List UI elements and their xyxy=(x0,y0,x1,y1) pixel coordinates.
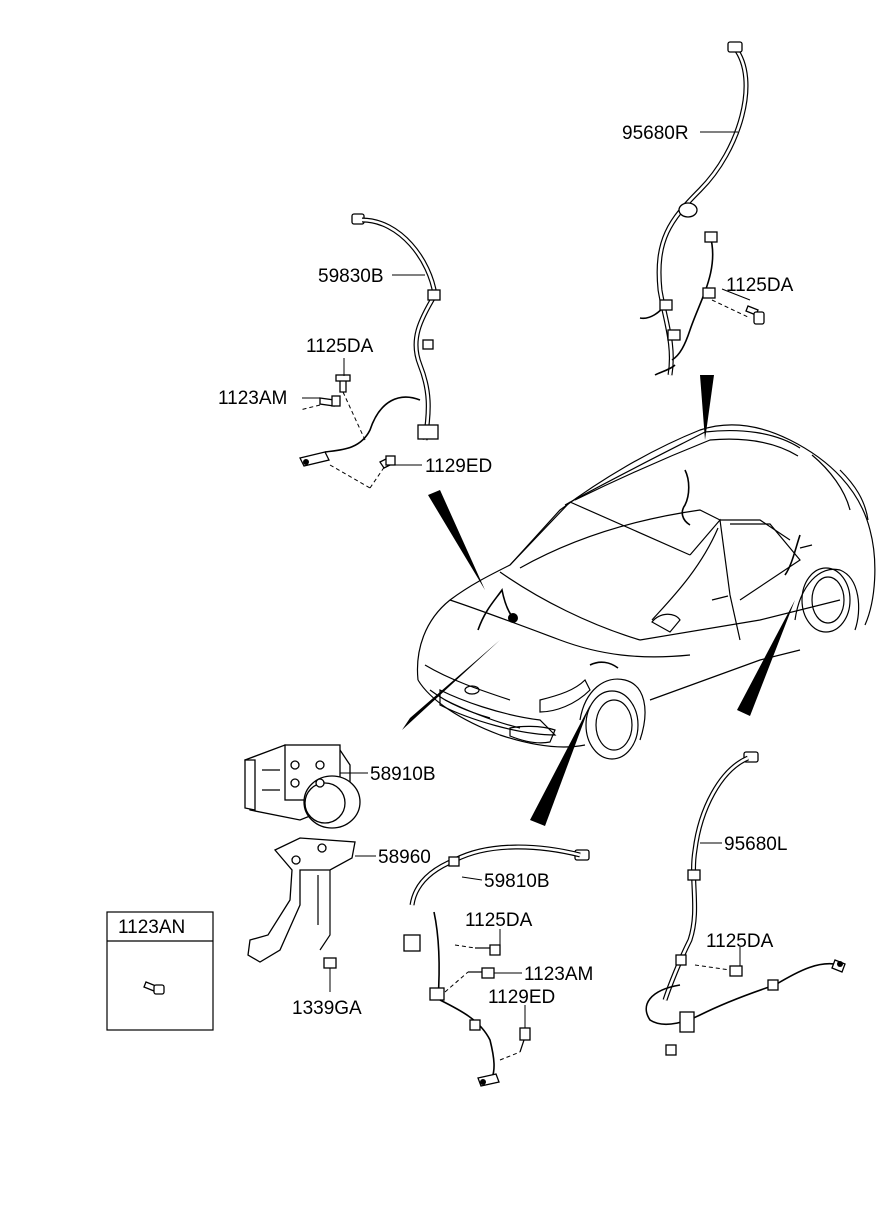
label-1125DA-rear-left: 1125DA xyxy=(706,931,774,952)
label-1123AM-front-left: 1123AM xyxy=(218,388,287,409)
label-1123AN: 1123AN xyxy=(118,917,185,938)
pointer-wedges xyxy=(402,375,795,826)
wheel-speed-sensor-front-left xyxy=(299,213,441,489)
wheel-speed-sensor-front-right xyxy=(403,844,590,1087)
label-1129ED-front-right: 1129ED xyxy=(488,987,555,1008)
label-58960: 58960 xyxy=(378,847,431,868)
part-1123AN-box xyxy=(106,911,214,1031)
wheel-speed-sensor-rear-right xyxy=(639,41,765,376)
label-59830B: 59830B xyxy=(318,266,384,287)
part-labels: 95680R 1125DA 59830B 1125DA 1123AM 1129E… xyxy=(118,123,794,1019)
label-1125DA-front-left: 1125DA xyxy=(306,336,374,357)
wheel-speed-sensor-rear-left xyxy=(645,751,846,1056)
label-1339GA: 1339GA xyxy=(292,998,362,1019)
label-59810B: 59810B xyxy=(484,871,550,892)
label-1125DA-front-right: 1125DA xyxy=(465,910,533,931)
abs-hydraulic-unit xyxy=(244,744,361,829)
label-58910B: 58910B xyxy=(370,764,436,785)
label-95680R: 95680R xyxy=(622,123,689,144)
car-illustration xyxy=(416,424,876,760)
abs-bracket xyxy=(247,837,356,969)
label-1125DA-rear-right: 1125DA xyxy=(726,275,794,296)
leader-lines xyxy=(302,131,751,1028)
label-95680L: 95680L xyxy=(724,834,787,855)
label-1123AM-front-right: 1123AM xyxy=(524,964,593,985)
label-1129ED-front-left: 1129ED xyxy=(425,456,492,477)
